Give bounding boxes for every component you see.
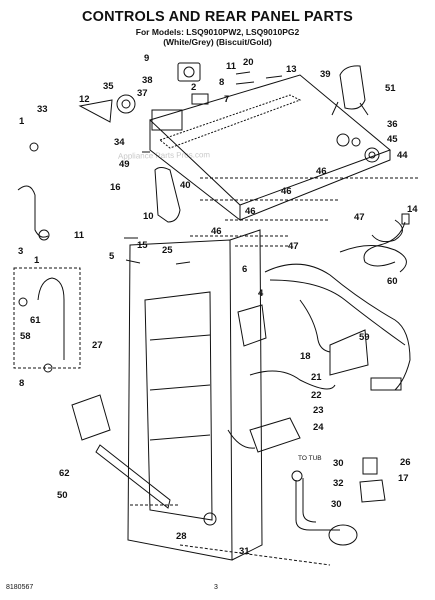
callout-51: 51 — [385, 83, 396, 94]
callout-8-top: 8 — [219, 77, 225, 88]
callout-1-mid: 1 — [34, 255, 40, 266]
callout-10: 10 — [143, 211, 154, 222]
callout-59: 59 — [359, 332, 370, 343]
callout-9: 9 — [144, 53, 150, 64]
wiring-harness — [264, 219, 411, 391]
callout-61: 61 — [30, 315, 41, 326]
callout-6: 6 — [242, 264, 248, 275]
callout-18: 18 — [300, 351, 311, 362]
callout-8-left: 8 — [19, 378, 25, 389]
callout-46-b: 46 — [281, 186, 292, 197]
page-title: CONTROLS AND REAR PANEL PARTS — [81, 9, 354, 25]
callout-32: 32 — [333, 478, 344, 489]
callout-35: 35 — [103, 81, 114, 92]
callout-38: 38 — [142, 75, 153, 86]
callout-49: 49 — [119, 159, 130, 170]
left-parts — [18, 142, 171, 509]
knob-group — [336, 133, 380, 163]
power-cord — [363, 213, 410, 267]
callout-44: 44 — [397, 150, 408, 161]
lower-hoses — [203, 370, 386, 546]
callout-25: 25 — [162, 245, 173, 256]
console-end-cap — [154, 167, 181, 223]
callout-30-b: 30 — [331, 499, 342, 510]
callout-11-left: 11 — [74, 230, 85, 241]
callout-23: 23 — [313, 405, 324, 416]
callout-40: 40 — [180, 180, 191, 191]
timer-parts — [78, 62, 209, 131]
callout-5: 5 — [109, 251, 115, 262]
callout-21: 21 — [311, 372, 322, 383]
callout-62: 62 — [59, 468, 70, 479]
models-line: For Models: LSQ9010PW2, LSQ9010PG2 — [135, 27, 300, 37]
callout-24: 24 — [313, 422, 324, 433]
callout-37: 37 — [137, 88, 148, 99]
water-valve — [237, 304, 369, 376]
leader-lines — [130, 177, 420, 566]
screws — [124, 71, 283, 265]
callout-30-a: 30 — [333, 458, 344, 469]
drain-hose — [13, 185, 81, 369]
callout-17: 17 — [398, 473, 409, 484]
callout-16: 16 — [110, 182, 121, 193]
doc-number: 8180567 — [6, 584, 34, 591]
callout-50: 50 — [57, 490, 68, 501]
callout-28: 28 — [176, 531, 187, 542]
callout-45: 45 — [387, 134, 398, 145]
callout-2: 2 — [191, 82, 197, 93]
callout-12: 12 — [79, 94, 90, 105]
callout-34: 34 — [114, 137, 125, 148]
control-console — [149, 74, 391, 222]
callout-39: 39 — [320, 69, 331, 80]
callout-26: 26 — [400, 457, 411, 468]
colors-line: (White/Grey) (Biscuit/Gold) — [163, 37, 272, 47]
callout-33: 33 — [37, 104, 48, 115]
callout-20: 20 — [243, 57, 254, 68]
callout-13: 13 — [286, 64, 297, 75]
callout-46-c: 46 — [245, 206, 256, 217]
console-right-cap — [331, 65, 369, 116]
callout-14: 14 — [407, 204, 418, 215]
callout-27: 27 — [92, 340, 103, 351]
callout-60: 60 — [387, 276, 398, 287]
callout-4: 4 — [258, 288, 264, 299]
callout-22: 22 — [311, 390, 322, 401]
callout-58: 58 — [20, 331, 31, 342]
page-number: 3 — [214, 584, 218, 591]
callout-46-a: 46 — [316, 166, 327, 177]
callout-46-d: 46 — [211, 226, 222, 237]
callout-7: 7 — [224, 94, 230, 105]
callout-36: 36 — [387, 119, 398, 130]
callout-47-a: 47 — [354, 212, 365, 223]
to-tub-label: TO TUB — [298, 455, 322, 462]
callout-11: 11 — [226, 61, 237, 72]
cabinet-rear-panel — [127, 229, 263, 561]
callout-1-top: 1 — [19, 116, 25, 127]
callout-3: 3 — [18, 246, 24, 257]
callout-15: 15 — [137, 240, 148, 251]
callout-31: 31 — [239, 546, 250, 557]
callout-47-b: 47 — [288, 241, 299, 252]
